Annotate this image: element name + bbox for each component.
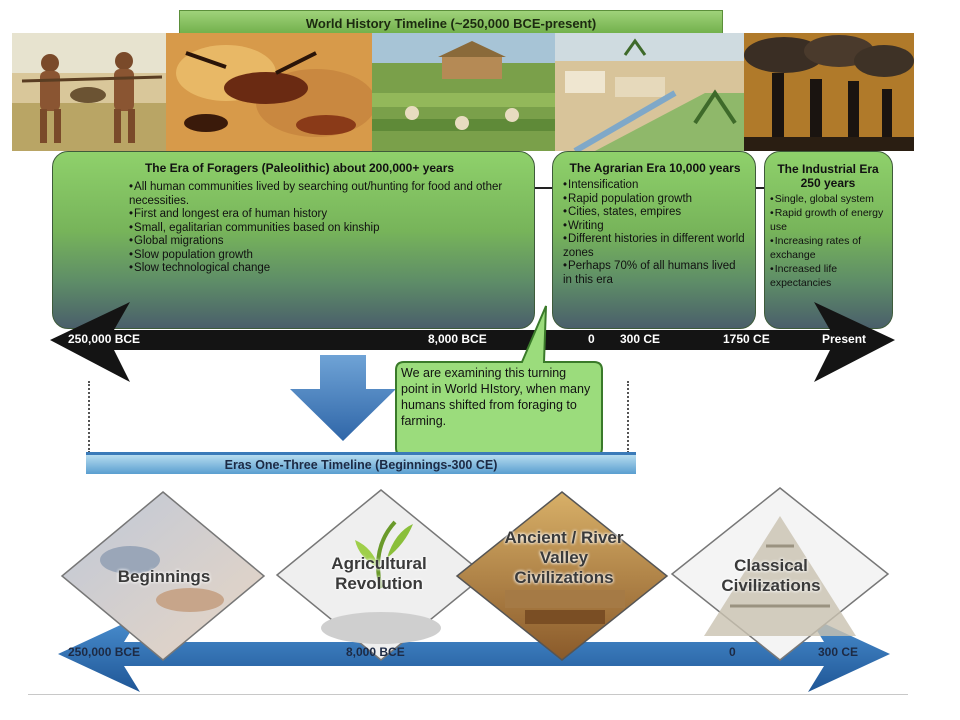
timeline2-label: 250,000 BCE bbox=[68, 645, 141, 659]
guide-line bbox=[88, 381, 90, 453]
list-item: Different histories in different world z… bbox=[563, 233, 747, 260]
list-item: Rapid population growth bbox=[563, 193, 747, 207]
era-agrarian-title: The Agrarian Era 10,000 years bbox=[569, 161, 741, 175]
list-item: Single, global system bbox=[770, 192, 886, 206]
list-item: Increasing rates of exchange bbox=[770, 234, 886, 262]
timeline-label: 300 CE bbox=[620, 332, 661, 346]
timeline-label: 250,000 BCE bbox=[68, 332, 141, 346]
farming-village-image bbox=[372, 33, 555, 151]
list-item: Increased life expectancies bbox=[770, 262, 886, 290]
list-item: Small, egalitarian communities based on … bbox=[129, 222, 520, 236]
era-industrial-list: Single, global system Rapid growth of en… bbox=[770, 192, 886, 290]
bottom-divider bbox=[28, 694, 908, 695]
list-item: Perhaps 70% of all humans lived in this … bbox=[563, 260, 747, 287]
eras-one-three-bar: Eras One-Three Timeline (Beginnings-300 … bbox=[86, 452, 636, 474]
beginnings-diamond bbox=[60, 491, 266, 661]
list-item: Intensification bbox=[563, 179, 747, 193]
era-connector bbox=[535, 187, 552, 189]
list-item: First and longest era of human history bbox=[129, 208, 520, 222]
factory-smokestacks-image bbox=[744, 33, 914, 151]
era-industrial-box: The Industrial Era 250 years Single, glo… bbox=[764, 151, 893, 329]
diamond-label-agricultural: Agricultural Revolution bbox=[331, 554, 427, 593]
timeline-label: 8,000 BCE bbox=[428, 332, 487, 346]
era-foragers-title: The Era of Foragers (Paleolithic) about … bbox=[144, 161, 455, 175]
era-agrarian-box: The Agrarian Era 10,000 years Intensific… bbox=[552, 151, 756, 329]
timeline2-label: 0 bbox=[729, 645, 736, 659]
list-item: Cities, states, empires bbox=[563, 206, 747, 220]
river-valley-diamond bbox=[455, 491, 669, 661]
diamond-label-beginnings: Beginnings bbox=[117, 567, 211, 586]
list-item: Writing bbox=[563, 220, 747, 234]
diamond-label-classical: Classical Civilizations bbox=[721, 556, 821, 595]
list-item: Global migrations bbox=[129, 235, 520, 249]
foragers-hunting-image bbox=[12, 33, 166, 151]
list-item: Slow technological change bbox=[129, 262, 520, 276]
era-industrial-title: The Industrial Era 250 years bbox=[777, 162, 879, 190]
timeline-label: 1750 CE bbox=[723, 332, 770, 346]
timeline-title: World History Timeline (~250,000 BCE-pre… bbox=[179, 10, 723, 36]
classical-civilizations-diamond bbox=[670, 487, 890, 661]
down-arrow-icon bbox=[290, 355, 396, 441]
era-agrarian-list: Intensification Rapid population growth … bbox=[563, 179, 747, 287]
era-foragers-box: The Era of Foragers (Paleolithic) about … bbox=[52, 151, 535, 329]
eras-timeline-arrow bbox=[58, 616, 890, 692]
diamond-label-river-valley: Ancient / River Valley Civilizations bbox=[504, 528, 624, 587]
timeline-label: 0 bbox=[588, 332, 595, 346]
list-item: Rapid growth of energy use bbox=[770, 206, 886, 234]
guide-line bbox=[627, 381, 629, 453]
era-connector bbox=[756, 187, 764, 189]
ancient-city-image bbox=[555, 33, 744, 151]
timeline2-label: 8,000 BCE bbox=[346, 645, 405, 659]
timeline2-label: 300 CE bbox=[818, 645, 859, 659]
list-item: Slow population growth bbox=[129, 249, 520, 263]
agricultural-revolution-diamond bbox=[275, 489, 487, 661]
main-timeline-arrow bbox=[50, 302, 895, 382]
list-item: All human communities lived by searching… bbox=[129, 181, 520, 208]
cave-painting-image bbox=[166, 33, 372, 151]
callout-text: We are examining this turning point in W… bbox=[401, 366, 591, 428]
timeline-label: Present bbox=[822, 332, 867, 346]
era-foragers-list: All human communities lived by searching… bbox=[129, 181, 520, 276]
